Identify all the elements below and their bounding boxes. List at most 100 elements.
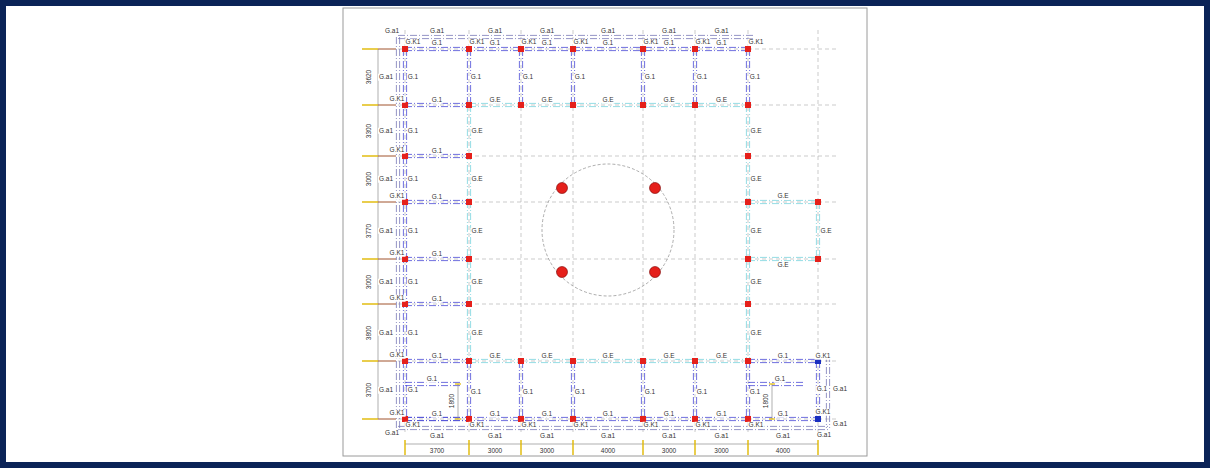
beam-label: G.1: [644, 74, 656, 81]
beam-label: G.E: [470, 278, 483, 285]
beam-label: G.a1: [775, 433, 791, 440]
column-square: [466, 301, 472, 307]
beam-label: G.K1: [405, 422, 422, 429]
columns: [402, 46, 821, 422]
column-square: [466, 153, 472, 159]
beam-label: G.K1: [521, 422, 538, 429]
beam-label: G.E: [749, 176, 762, 183]
beam-label: G.1: [407, 176, 419, 183]
beam-label: G.E: [662, 97, 675, 104]
column-square: [815, 199, 821, 205]
dimension-text: 3000: [487, 448, 503, 455]
dimension-text: 3000: [661, 448, 677, 455]
beam-label: G.1: [777, 411, 789, 418]
beam-label: G.E: [488, 353, 501, 360]
column-square: [745, 199, 751, 205]
dimension-text: 3620: [366, 69, 373, 85]
beam-label: G.K1: [389, 250, 406, 257]
beam-label: G.a1: [378, 74, 394, 81]
beam-label: G.a1: [378, 127, 394, 134]
beam-label: G.a1: [378, 329, 394, 336]
beam-label: G.1: [431, 40, 443, 47]
beam-label: G.E: [749, 278, 762, 285]
dimension-text: 3300: [366, 122, 373, 138]
beam-label: G.K1: [389, 147, 406, 154]
beam-label: G.a1: [429, 28, 445, 35]
dimension-text: 3800: [366, 324, 373, 340]
beam-label: G.a1: [378, 176, 394, 183]
beam-label: G.1: [431, 148, 443, 155]
beam-label: G.K1: [389, 352, 406, 359]
beam-label: G.K1: [389, 295, 406, 302]
dimension-text: 3700: [429, 448, 445, 455]
column-square: [815, 416, 821, 422]
beam-label: G.1: [431, 296, 443, 303]
beam-label: G.a1: [713, 28, 729, 35]
beam-label: G.E: [749, 329, 762, 336]
column-square: [466, 358, 472, 364]
beam-label: G.K1: [521, 39, 538, 46]
column-square: [640, 102, 646, 108]
dimension-text: 3000: [539, 448, 555, 455]
beam-label: G.a1: [384, 28, 400, 35]
beam-label: G.K1: [815, 409, 832, 416]
beam-label: G.E: [470, 329, 483, 336]
beams: [396, 35, 829, 429]
beam-label: G.E: [819, 227, 832, 234]
column-square: [640, 358, 646, 364]
beam-label: G.a1: [378, 387, 394, 394]
beam-label: G.1: [431, 194, 443, 201]
beam-label: G.K1: [405, 39, 422, 46]
dimension-text: 3000: [366, 171, 373, 187]
dimension-lines: [362, 49, 818, 455]
beam-label: G.E: [749, 227, 762, 234]
beam-label: G.E: [715, 97, 728, 104]
beam-label: G.1: [431, 353, 443, 360]
beam-label: G.a1: [832, 386, 848, 393]
beam-label: G.K1: [389, 193, 406, 200]
column-square: [570, 102, 576, 108]
beam-label: G.K1: [389, 96, 406, 103]
column-square: [815, 256, 821, 262]
beam-label: G.E: [776, 193, 789, 200]
column-square: [692, 358, 698, 364]
beam-label: G.1: [777, 353, 789, 360]
beam-label: G.1: [522, 74, 534, 81]
beam-label: G.K1: [643, 39, 660, 46]
column-square: [402, 301, 408, 307]
beam-label: G.a1: [429, 433, 445, 440]
column-square: [640, 46, 646, 52]
column-square: [692, 46, 698, 52]
beam-label: G.a1: [713, 433, 729, 440]
column-square: [518, 46, 524, 52]
beam-label: G.E: [601, 97, 614, 104]
beam-label: G.1: [749, 389, 761, 396]
beam-label: G.1: [541, 411, 553, 418]
column-square: [466, 102, 472, 108]
beam-label: G.1: [574, 74, 586, 81]
beam-label: G.1: [489, 411, 501, 418]
beam-label: G.K1: [748, 39, 765, 46]
column-square: [570, 358, 576, 364]
beam-label: G.1: [407, 227, 419, 234]
column-square: [402, 358, 408, 364]
beam-label: G.E: [601, 353, 614, 360]
beam-label: G.E: [470, 127, 483, 134]
column-square: [745, 301, 751, 307]
beam-label: G.K1: [815, 353, 832, 360]
beam-label: G.1: [715, 40, 727, 47]
beam-label: G.1: [696, 389, 708, 396]
beam-label: G.1: [574, 389, 586, 396]
beam-label: G.K1: [643, 422, 660, 429]
beam-label: G.1: [663, 411, 675, 418]
beam-label: G.a1: [600, 433, 616, 440]
column-square: [402, 102, 408, 108]
column-square: [518, 102, 524, 108]
beam-label: G.1: [470, 74, 482, 81]
grid: [398, 30, 836, 432]
beam-label: G.1: [407, 278, 419, 285]
beam-label: G.1: [407, 329, 419, 336]
dimension-text: 3770: [366, 222, 373, 238]
beam-label: G.1: [541, 40, 553, 47]
